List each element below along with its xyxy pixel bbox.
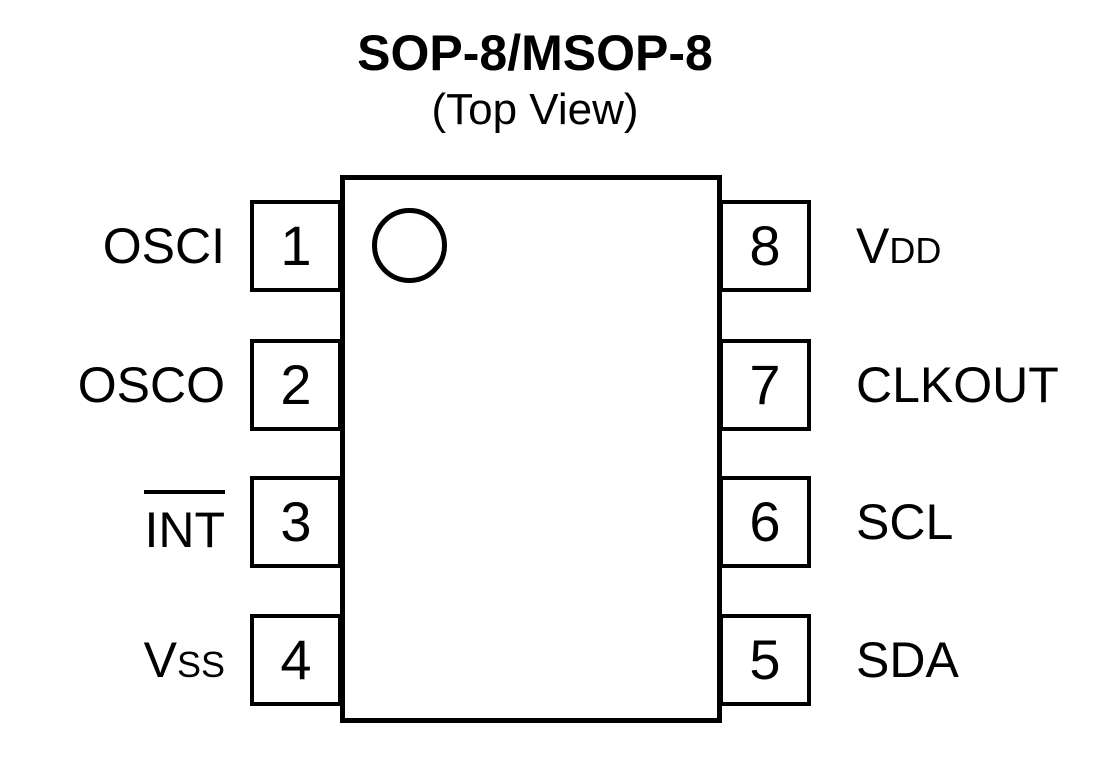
pin-box-8: 8 xyxy=(719,200,811,292)
pin-label-scl-text: SCL xyxy=(856,494,954,550)
pin-label-int-text: INT xyxy=(144,489,225,555)
pin-number-6: 6 xyxy=(749,490,781,553)
pin-label-osco: OSCO xyxy=(0,339,225,431)
pin-label-sda-text: SDA xyxy=(856,632,959,688)
pin-number-4: 4 xyxy=(280,628,312,691)
pin-label-scl: SCL xyxy=(856,476,1106,568)
pin-number-1: 1 xyxy=(280,214,312,277)
package-view-label: (Top View) xyxy=(431,85,639,134)
pin-box-4: 4 xyxy=(250,614,342,706)
pin-box-5: 5 xyxy=(719,614,811,706)
pin-label-int: INT xyxy=(0,476,225,568)
vss-subscript: SS xyxy=(176,644,225,685)
vdd-base: V xyxy=(856,218,890,274)
pin-label-osco-text: OSCO xyxy=(77,357,225,413)
pin-label-clkout-text: CLKOUT xyxy=(856,357,1059,413)
vss-base: V xyxy=(143,632,177,688)
pin-box-6: 6 xyxy=(719,476,811,568)
pin-box-2: 2 xyxy=(250,339,342,431)
pin-label-osci-text: OSCI xyxy=(102,218,225,274)
pin-label-clkout: CLKOUT xyxy=(856,339,1106,431)
pin-box-7: 7 xyxy=(719,339,811,431)
pin-number-2: 2 xyxy=(280,353,312,416)
pin-number-8: 8 xyxy=(749,214,781,277)
package-title: SOP-8/MSOP-8 xyxy=(357,25,713,81)
pin-label-sda: SDA xyxy=(856,614,1106,706)
vdd-subscript: DD xyxy=(889,230,942,271)
pin-box-3: 3 xyxy=(250,476,342,568)
pin-number-3: 3 xyxy=(280,490,312,553)
pin-number-5: 5 xyxy=(749,628,781,691)
pin-number-7: 7 xyxy=(749,353,781,416)
pin1-indicator-icon xyxy=(372,208,447,283)
pin-label-osci: OSCI xyxy=(0,200,225,292)
pin-box-1: 1 xyxy=(250,200,342,292)
